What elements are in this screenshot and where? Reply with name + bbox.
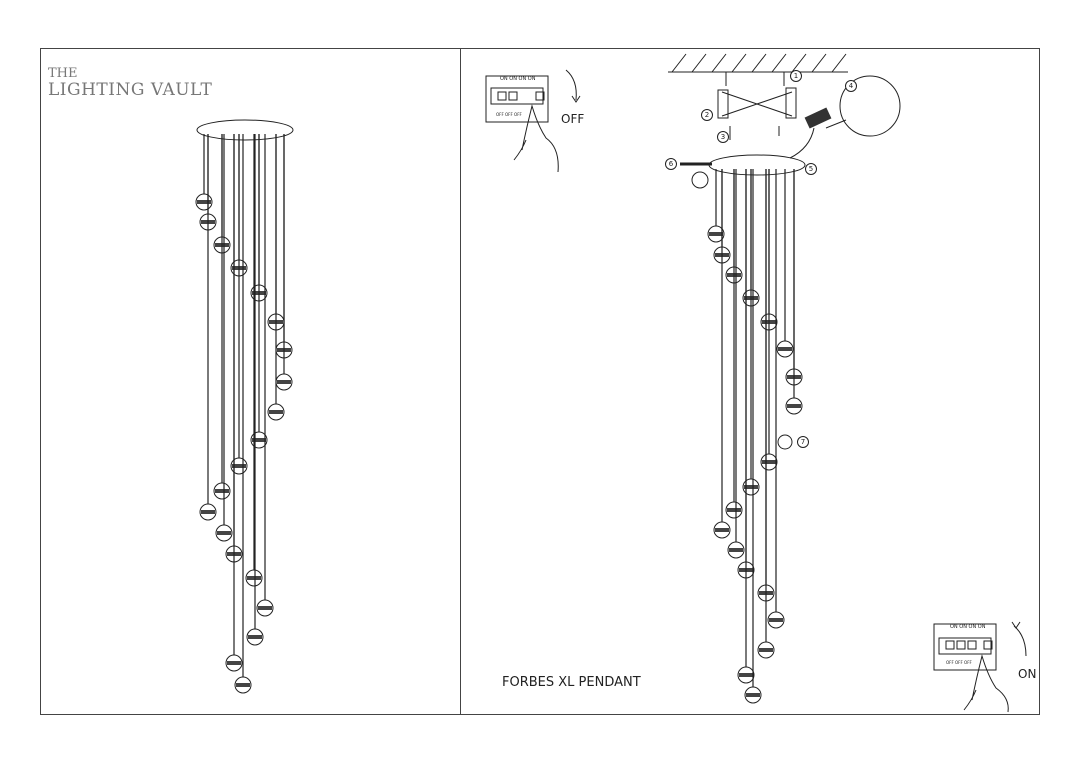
off-switch-bottom-labels: OFF OFF OFF — [496, 112, 522, 117]
sphere-band — [727, 508, 741, 512]
sphere-band — [269, 410, 283, 414]
sphere-band — [787, 404, 801, 408]
off-switch-labels: ON ON ON ON — [500, 76, 536, 82]
sphere-band — [739, 673, 753, 677]
brand-logo: THE LIGHTING VAULT — [48, 66, 213, 100]
brand-line1: THE — [48, 66, 78, 81]
sphere-band — [729, 548, 743, 552]
step-marker-4: 4 — [845, 80, 857, 92]
detail-magnifier — [839, 75, 901, 137]
sphere-band — [744, 485, 758, 489]
step-marker-1: 1 — [790, 70, 802, 82]
brand-line2: LIGHTING VAULT — [48, 80, 213, 100]
off-label: OFF — [561, 112, 585, 126]
sphere-band — [277, 380, 291, 384]
panel-divider — [460, 48, 461, 715]
canopy — [196, 119, 294, 141]
on-switch-bottom-labels: OFF OFF OFF — [946, 660, 972, 665]
sphere-band — [252, 438, 266, 442]
mounting-bracket — [717, 72, 797, 140]
step-marker-5: 5 — [805, 163, 817, 175]
height-adjuster — [777, 434, 793, 450]
ceiling-hatch — [668, 53, 848, 73]
sphere-band — [778, 347, 792, 351]
on-label: ON — [1018, 667, 1037, 681]
sphere-band — [769, 618, 783, 622]
sphere-band — [247, 576, 261, 580]
drawing-frame — [40, 48, 1040, 715]
sphere-band — [236, 683, 250, 687]
sphere-band — [258, 606, 272, 610]
left-pendant — [195, 119, 294, 694]
sphere-band — [746, 693, 760, 697]
sphere-band — [709, 232, 723, 236]
sphere-band — [232, 464, 246, 468]
step-marker-2: 2 — [701, 109, 713, 121]
on-switch-labels: ON ON ON ON — [950, 624, 986, 630]
step-marker-7: 7 — [797, 436, 809, 448]
sphere-band — [762, 460, 776, 464]
sphere-band — [201, 510, 215, 514]
right-pendant — [707, 154, 806, 704]
connector-block — [804, 107, 832, 129]
step-marker-3: 3 — [717, 131, 729, 143]
sphere-band — [248, 635, 262, 639]
sphere-band — [715, 528, 729, 532]
sphere-band — [227, 661, 241, 665]
sphere-band — [759, 648, 773, 652]
canopy — [708, 154, 806, 176]
sphere-band — [217, 531, 231, 535]
sphere-band — [215, 489, 229, 493]
switch-off-diagram — [485, 69, 581, 173]
step-marker-6: 6 — [665, 158, 677, 170]
switch-on-diagram — [933, 621, 1027, 713]
product-title: FORBES XL PENDANT — [502, 675, 641, 690]
sphere-band — [197, 200, 211, 204]
